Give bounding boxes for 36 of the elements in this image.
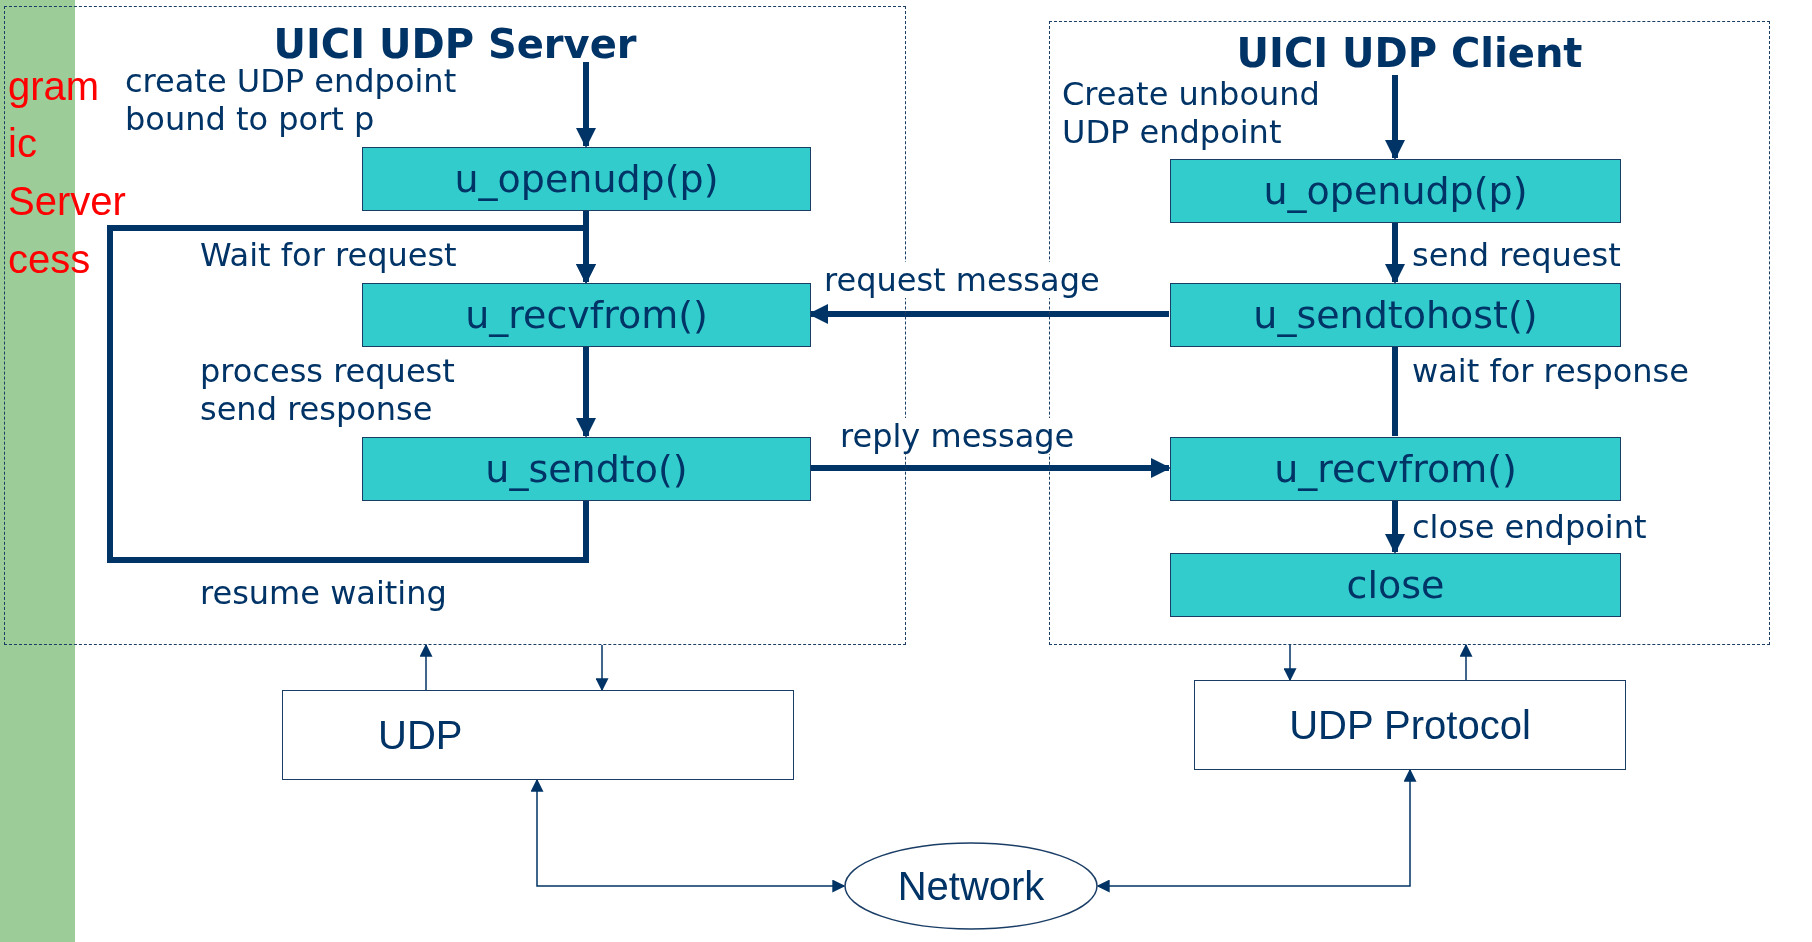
step-note: send response	[200, 390, 433, 428]
loop-arrow	[107, 225, 596, 563]
function-box: u_sendtohost()	[1170, 283, 1621, 347]
step-note: send request	[1412, 236, 1621, 274]
arrow	[576, 62, 596, 148]
function-box: u_sendto()	[362, 437, 811, 501]
arrow	[1385, 500, 1405, 554]
sidebar-text: cess	[8, 236, 91, 282]
arrow	[530, 778, 846, 893]
step-note: Create unbound UDP endpoint	[1062, 75, 1321, 151]
arrow	[810, 458, 1171, 478]
arrow	[576, 346, 596, 438]
step-note: process request	[200, 352, 455, 390]
network-ellipse: Network	[844, 842, 1098, 930]
sidebar-text: ic	[8, 120, 37, 166]
function-box: close	[1170, 553, 1621, 617]
function-box: u_recvfrom()	[1170, 437, 1621, 501]
arrow	[1385, 222, 1405, 284]
step-note: Wait for request	[200, 236, 457, 274]
arrow	[419, 643, 433, 691]
protocol-box: UDP	[282, 690, 794, 780]
arrow	[1385, 75, 1405, 160]
sidebar-text: gram	[8, 63, 100, 109]
function-box: u_recvfrom()	[362, 283, 811, 347]
sidebar-text: Server	[8, 178, 126, 224]
arrow	[1459, 643, 1473, 681]
arrow	[1283, 644, 1297, 682]
step-note: wait for response	[1412, 352, 1689, 390]
step-note: resume waiting	[200, 574, 447, 612]
step-note: close endpoint	[1412, 508, 1647, 546]
group-title: UICI UDP Client	[1235, 30, 1584, 76]
arrow	[1096, 768, 1417, 893]
arrow	[595, 644, 609, 692]
function-box: u_openudp(p)	[362, 147, 811, 211]
protocol-box: UDP Protocol	[1194, 680, 1626, 770]
function-box: u_openudp(p)	[1170, 159, 1621, 223]
